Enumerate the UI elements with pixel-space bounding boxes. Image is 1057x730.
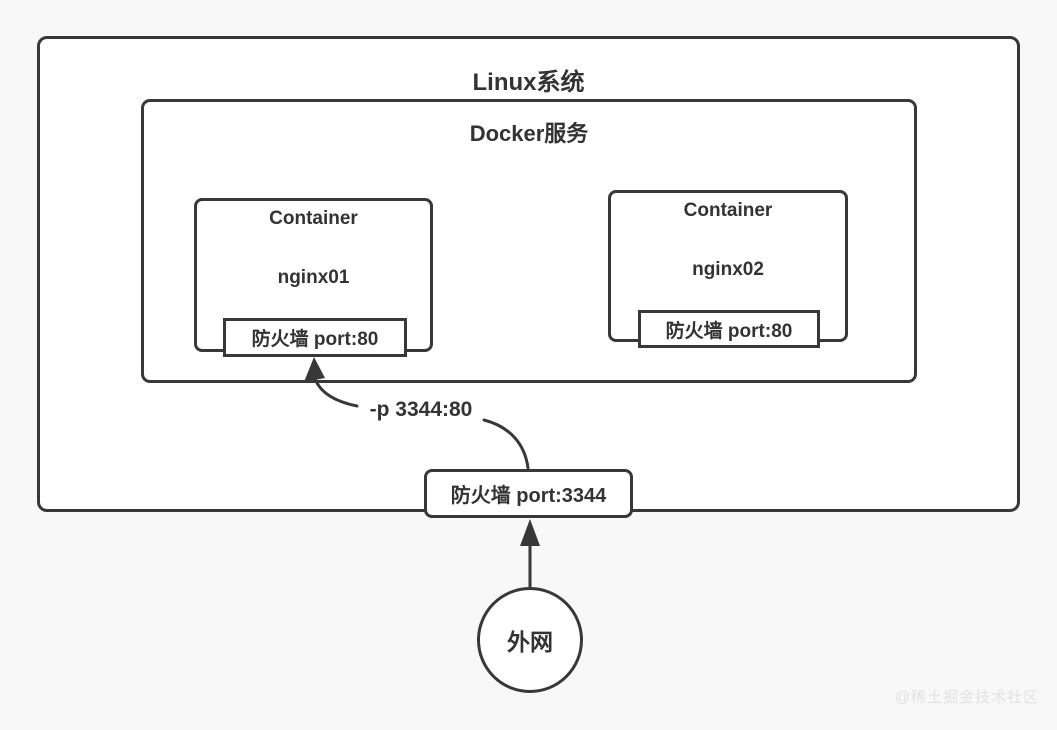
container-nginx01-title: Container [269, 208, 358, 229]
docker-service-title: Docker服务 [469, 121, 589, 146]
host-firewall-port3344-box: 防火墙 port:3344 [424, 469, 633, 518]
firewall-port80-nginx02-box: 防火墙 port:80 [638, 310, 820, 348]
watermark: @稀土掘金技术社区 [894, 689, 1039, 706]
external-network-node: 外网 [477, 587, 583, 693]
container-nginx02-title: Container [683, 200, 773, 221]
port-mapping-label: -p 3344:80 [369, 398, 473, 421]
firewall-port80-nginx01-box: 防火墙 port:80 [223, 318, 407, 357]
external-network-label: 外网 [507, 629, 553, 655]
container-nginx01-name: nginx01 [277, 267, 350, 288]
container-nginx02-name: nginx02 [692, 259, 764, 280]
linux-system-title: Linux系统 [472, 69, 585, 96]
arrowhead-to-host-firewall [520, 519, 540, 546]
